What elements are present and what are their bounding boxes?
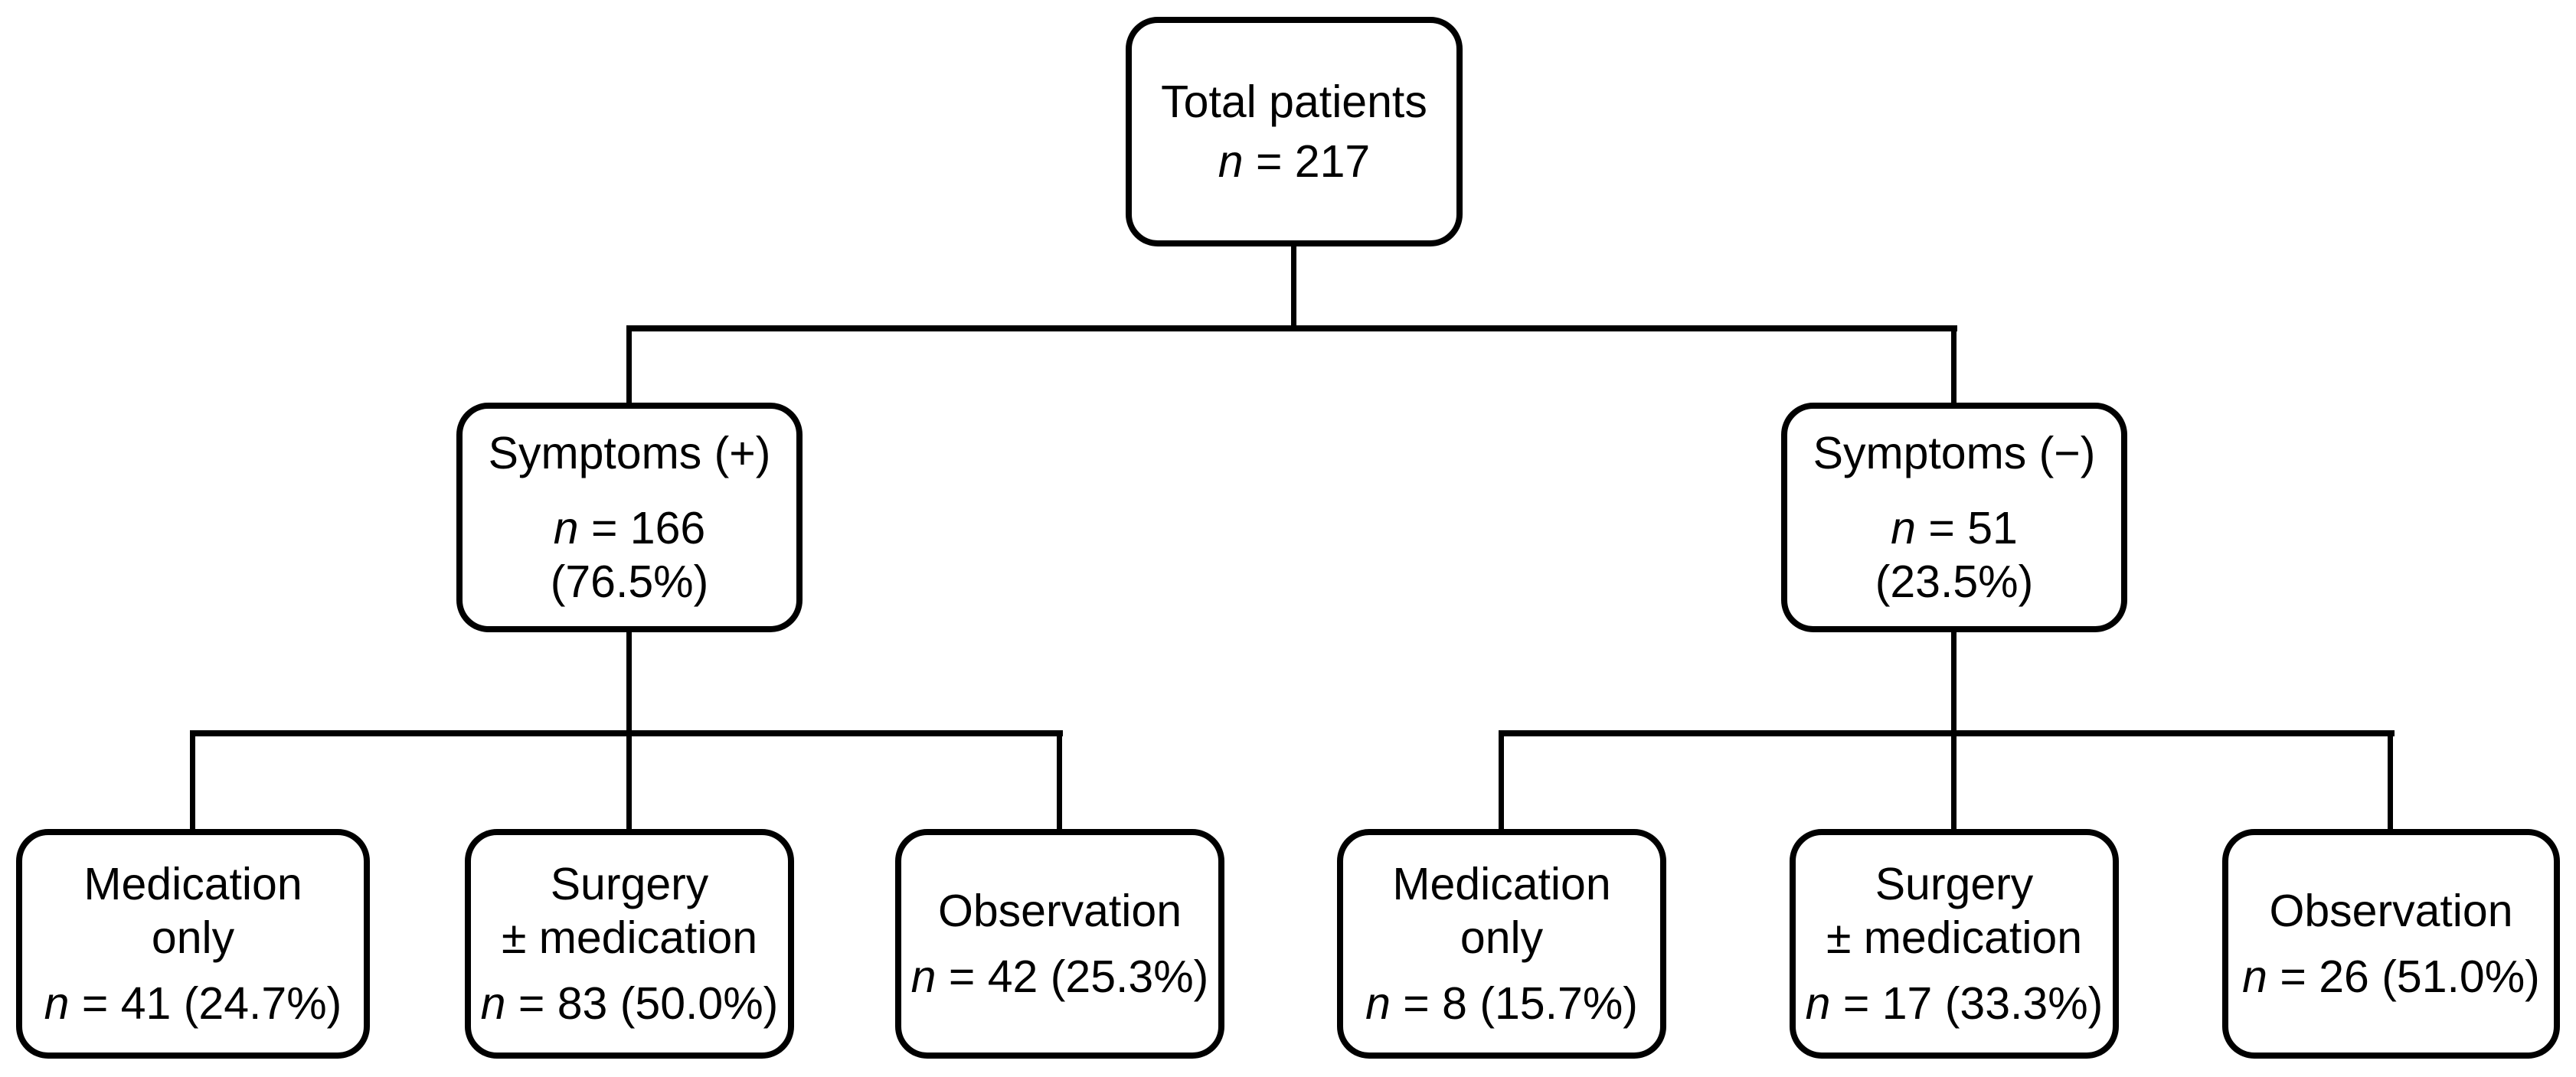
node-count: n = 8 (15.7%) [1365, 977, 1638, 1030]
node-title-line: ± medication [501, 912, 758, 963]
connector-pos-medication-drop [190, 730, 195, 832]
n-value: = 41 (24.7%) [69, 978, 342, 1029]
n-symbol: n [910, 951, 937, 1002]
node-title: Symptoms (+) [488, 428, 771, 478]
connector-symptoms-negative-drop [1951, 325, 1957, 406]
n-symbol: n [1891, 503, 1916, 553]
n-symbol: n [1218, 136, 1244, 187]
n-symbol: n [1805, 978, 1831, 1029]
connector-positive-vertical [626, 629, 632, 736]
n-value: = 83 (50.0%) [505, 978, 779, 1029]
node-total-patients: Total patients n = 217 [1126, 17, 1463, 246]
n-symbol: n [1365, 978, 1391, 1029]
n-value: = 8 (15.7%) [1390, 978, 1638, 1029]
node-title-line: Surgery [1875, 859, 2034, 909]
n-value: = 217 [1243, 136, 1371, 187]
node-symptoms-positive: Symptoms (+) n = 166 (76.5%) [456, 403, 803, 632]
connector-root-vertical [1291, 241, 1296, 331]
connector-symptoms-positive-drop [626, 325, 632, 406]
node-neg-observation: Observation n = 26 (51.0%) [2222, 829, 2560, 1059]
n-value: = 17 (33.3%) [1830, 978, 2104, 1029]
node-count: n = 51 [1875, 501, 2034, 555]
node-pos-surgery-medication: Surgery ± medication n = 83 (50.0%) [465, 829, 794, 1059]
node-title: Observation [937, 886, 1182, 936]
node-title-line: Medication [1392, 859, 1611, 909]
node-symptoms-negative: Symptoms (−) n = 51 (23.5%) [1781, 403, 2127, 632]
node-title: Medication only [1392, 857, 1610, 964]
connector-level2-horizontal [626, 325, 1957, 331]
connector-neg-observation-drop [2388, 730, 2393, 832]
connector-neg-medication-drop [1499, 730, 1504, 832]
node-title: Medication only [83, 857, 302, 964]
node-title-line: ± medication [1826, 912, 2083, 963]
node-count: n = 41 (24.7%) [44, 977, 342, 1030]
node-title: Symptoms (−) [1813, 428, 2096, 478]
node-pos-medication-only: Medication only n = 41 (24.7%) [16, 829, 370, 1059]
node-count: n = 42 (25.3%) [911, 950, 1209, 1004]
connector-negative-horizontal [1499, 730, 2395, 736]
n-value: = 51 [1915, 503, 2018, 553]
connector-pos-surgery-drop [626, 730, 632, 832]
n-value: = 42 (25.3%) [936, 951, 1209, 1002]
node-title: Observation [2269, 886, 2513, 936]
node-count: n = 26 (51.0%) [2242, 950, 2540, 1004]
n-symbol: n [480, 978, 506, 1029]
connector-pos-observation-drop [1057, 730, 1062, 832]
node-count: n = 217 [1218, 135, 1371, 188]
node-title-line: Surgery [550, 859, 709, 909]
node-title: Surgery ± medication [1826, 857, 2082, 964]
connector-negative-vertical [1951, 629, 1957, 736]
node-count: n = 166 [551, 501, 709, 555]
node-count: n = 83 (50.0%) [481, 977, 779, 1030]
node-percent: (76.5%) [550, 556, 709, 607]
n-value: = 26 (51.0%) [2267, 951, 2540, 1002]
node-title-line: Medication [83, 859, 302, 909]
node-pos-observation: Observation n = 42 (25.3%) [895, 829, 1224, 1059]
n-symbol: n [553, 503, 579, 553]
n-symbol: n [44, 978, 70, 1029]
node-title-line: only [151, 912, 235, 963]
connector-neg-surgery-drop [1951, 730, 1957, 832]
node-percent: (23.5%) [1875, 556, 2034, 607]
n-symbol: n [2242, 951, 2267, 1002]
node-count: n = 17 (33.3%) [1806, 977, 2104, 1030]
node-title: Total patients [1161, 77, 1427, 127]
node-title: Surgery ± medication [502, 857, 757, 964]
node-neg-surgery-medication: Surgery ± medication n = 17 (33.3%) [1790, 829, 2119, 1059]
n-value: = 166 [578, 503, 706, 553]
node-neg-medication-only: Medication only n = 8 (15.7%) [1337, 829, 1666, 1059]
node-title-line: only [1460, 912, 1544, 963]
